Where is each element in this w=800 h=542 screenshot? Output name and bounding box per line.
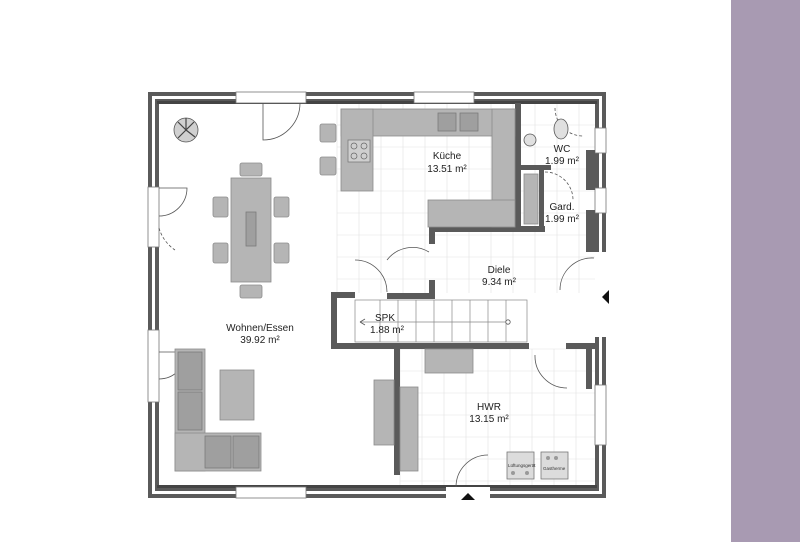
entrance-arrow-icon bbox=[461, 493, 475, 500]
heating-label: Gastherme bbox=[543, 466, 566, 471]
wc-fixtures bbox=[523, 118, 569, 225]
wall-openings bbox=[147, 91, 607, 499]
room-name-hwr: HWR bbox=[477, 402, 501, 413]
interior-walls bbox=[331, 103, 599, 475]
ventilation-label: Lüftungsgerät bbox=[508, 463, 536, 468]
room-name-kueche: Küche bbox=[433, 151, 462, 162]
room-name-diele: Diele bbox=[488, 265, 511, 276]
plant-icon bbox=[173, 117, 199, 143]
staircase bbox=[354, 299, 528, 343]
sofa bbox=[174, 348, 262, 472]
room-area-spk: 1.88 m² bbox=[370, 325, 405, 336]
window-arrow-icon bbox=[602, 290, 609, 304]
coffee-table bbox=[219, 369, 255, 421]
kitchen-counters bbox=[319, 108, 516, 228]
sidebar-panel bbox=[731, 0, 800, 542]
dining-table bbox=[212, 162, 290, 299]
hwr-fixtures bbox=[373, 348, 569, 480]
room-area-wc: 1.99 m² bbox=[545, 156, 580, 167]
room-area-gard: 1.99 m² bbox=[545, 214, 580, 225]
room-area-diele: 9.34 m² bbox=[482, 277, 517, 288]
room-area-wohnen: 39.92 m² bbox=[240, 335, 280, 346]
room-area-hwr: 13.15 m² bbox=[469, 414, 509, 425]
room-name-gard: Gard. bbox=[549, 202, 574, 213]
room-name-wohnen: Wohnen/Essen bbox=[226, 323, 294, 334]
floor-plan: Lüftungsgerät Gastherme Wohnen/Essen 39.… bbox=[147, 91, 609, 500]
room-area-kueche: 13.51 m² bbox=[427, 164, 467, 175]
room-name-spk: SPK bbox=[375, 313, 395, 324]
doors bbox=[158, 102, 595, 488]
room-name-wc: WC bbox=[554, 144, 571, 155]
